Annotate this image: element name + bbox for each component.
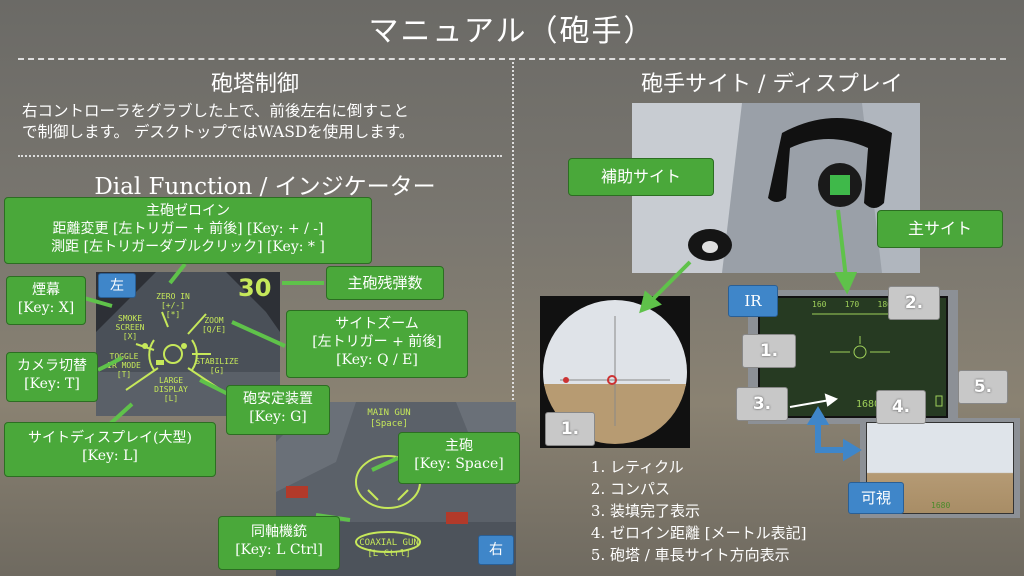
dial-zoom-label: ZOOM[Q/E] bbox=[201, 316, 227, 334]
legend-item: 砲塔 / 車長サイト方向表示 bbox=[610, 544, 886, 566]
page-title: マニュアル（砲手） bbox=[368, 14, 656, 49]
visible-badge: 可視 bbox=[848, 482, 904, 514]
callout-smoke: 煙幕[Key: X] bbox=[6, 276, 86, 325]
callout-main-sight: 主サイト bbox=[877, 210, 1003, 248]
marker-3: 3. bbox=[736, 387, 788, 421]
marker-1: 1. bbox=[742, 334, 796, 368]
turret-description: 右コントローラをグラブした上で、前後左右に倒すこと で制御します。 デスクトップ… bbox=[22, 102, 415, 141]
dial-coaxial-label: COAXIAL GUN[L Ctrl] bbox=[359, 538, 419, 559]
left-hand-badge: 左 bbox=[98, 273, 136, 298]
callout-coax: 同軸機銃[Key: L Ctrl] bbox=[218, 516, 340, 570]
right-hand-badge: 右 bbox=[478, 535, 514, 565]
column-divider bbox=[512, 62, 514, 572]
legend-item: 装填完了表示 bbox=[610, 500, 886, 522]
aux-sight-view bbox=[540, 296, 690, 448]
marker-1-scope: 1. bbox=[545, 412, 595, 446]
dial-heading: Dial Function / インジケーター bbox=[94, 174, 436, 200]
dial-zero-in-label: ZERO IN[+/-][*] bbox=[156, 292, 190, 319]
marker-4: 4. bbox=[876, 390, 926, 424]
callout-zeroing: 主砲ゼロイン距離変更 [左トリガー + 前後] [Key: + / -]測距 [… bbox=[4, 197, 372, 264]
callout-zoom: サイトズーム[左トリガー + 前後][Key: Q / E] bbox=[286, 310, 468, 378]
aux-sight-graphic bbox=[543, 300, 687, 444]
gunner-cockpit-view bbox=[632, 103, 920, 273]
callout-stabilizer: 砲安定装置[Key: G] bbox=[226, 385, 330, 435]
visible-range-readout: 1680 bbox=[931, 501, 951, 510]
sight-heading: 砲手サイト / ディスプレイ bbox=[641, 72, 903, 97]
section-divider bbox=[18, 155, 502, 157]
display-legend: レティクル コンパス 装填完了表示 ゼロイン距離 [メートル表記] 砲塔 / 車… bbox=[586, 456, 886, 566]
callout-aux-sight: 補助サイト bbox=[568, 158, 714, 196]
title-divider bbox=[18, 58, 1006, 60]
ir-reticle bbox=[812, 313, 943, 407]
callout-ammo: 主砲残弾数 bbox=[326, 266, 444, 300]
ir-badge: IR bbox=[728, 285, 778, 317]
legend-item: ゼロイン距離 [メートル表記] bbox=[610, 522, 886, 544]
dial-stabilize-label: STABILIZE[G] bbox=[195, 357, 239, 375]
ammo-count-readout: 30 bbox=[238, 274, 272, 302]
turret-heading: 砲塔制御 bbox=[210, 72, 299, 97]
legend-item: レティクル bbox=[610, 456, 886, 478]
callout-large-display: サイトディスプレイ(大型)[Key: L] bbox=[4, 422, 216, 477]
ir-range-readout: 1680 bbox=[856, 399, 881, 410]
marker-5: 5. bbox=[958, 370, 1008, 404]
dial-main-gun-label: MAIN GUN[Space] bbox=[367, 408, 411, 429]
legend-item: コンパス bbox=[610, 478, 886, 500]
marker-2: 2. bbox=[888, 286, 940, 320]
callout-camera: カメラ切替[Key: T] bbox=[6, 352, 98, 402]
callout-main-gun: 主砲[Key: Space] bbox=[398, 432, 520, 484]
